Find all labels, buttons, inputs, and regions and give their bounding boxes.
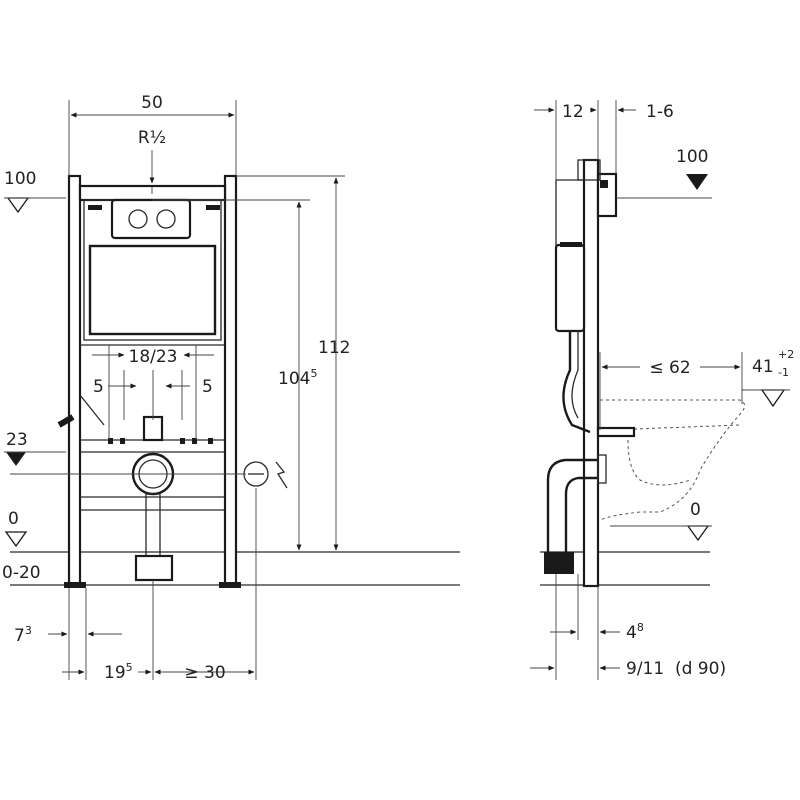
side-bowl-level-marker-icon (760, 389, 786, 408)
side-bowl-height-label: 41 (752, 357, 774, 377)
dim62-label-bg (640, 354, 700, 376)
wc-bowl-inner (627, 439, 691, 486)
side-level-top-label: 100 (676, 147, 708, 167)
foot-left (64, 582, 86, 588)
dim-height-total-label: 112 (318, 338, 350, 358)
dim-opening-label: 18/23 (129, 347, 178, 367)
side-view: 12 1-6 100 ≤ 62 41 +2 -1 0 48 (530, 100, 794, 680)
bracket-left (88, 205, 102, 210)
level-0-label: 0 (8, 509, 19, 529)
front-view: 50 R½ 112 1045 18/23 5 5 100 23 0 (2, 93, 460, 683)
flush-button-left-icon (128, 209, 148, 229)
drain-elbow-side-inner (564, 476, 598, 552)
bracket-right (206, 205, 220, 210)
dim-7-label: 73 (14, 624, 32, 646)
side-level-0-label: 0 (690, 500, 701, 520)
side-bowl-height-minus: -1 (778, 366, 789, 379)
side-level-0-marker-icon (686, 525, 710, 542)
dim-offset-right-label: 5 (202, 377, 213, 397)
side-depth-label: 12 (562, 102, 584, 122)
dim-height-main-label: 1045 (278, 367, 317, 389)
top-crossbar (78, 184, 227, 202)
side-pipe-label: 9/11 (d 90) (626, 659, 726, 679)
side-bowl-height-plus: +2 (778, 348, 794, 361)
drain-pipe-down (145, 493, 161, 557)
dim-offset-left-label: 5 (93, 377, 104, 397)
top-bracket-side (577, 159, 601, 181)
cistern-tank (554, 243, 586, 333)
side-frame-post (582, 158, 600, 588)
water-valve (142, 415, 164, 442)
flush-button-right-icon (156, 209, 176, 229)
wc-bowl-outline (599, 399, 746, 521)
level-top-marker-icon (6, 197, 30, 214)
flush-pipe-inner (571, 330, 579, 419)
side-bowl-projection-label: ≤ 62 (649, 358, 690, 378)
drain-elbow-side (546, 458, 598, 552)
lightning-icon (275, 461, 288, 489)
level-23-marker-icon (6, 452, 26, 466)
bolt-row (108, 438, 213, 444)
flush-pipe (562, 330, 591, 434)
side-level-top-marker-icon (686, 174, 708, 190)
frame-post-left (67, 174, 82, 588)
flush-button-side-icon (600, 180, 608, 188)
drain-elbow (134, 554, 174, 582)
side-offset-top-label: 1-6 (646, 102, 674, 122)
diagonal-brace (79, 394, 105, 426)
connection-label: R½ (138, 128, 166, 148)
flush-plate (110, 198, 192, 240)
level-top-label: 100 (4, 169, 36, 189)
frame-post-right (223, 174, 238, 588)
tank-cap (560, 242, 582, 247)
dim-30-label: ≥ 30 (184, 663, 225, 683)
bowl-bracket (596, 426, 636, 438)
drain-socket-side (544, 552, 574, 574)
dim-19-label: 195 (104, 661, 133, 683)
dim-width-label: 50 (141, 93, 163, 113)
level-adjust-label: 0-20 (2, 563, 41, 583)
angle-bracket (57, 414, 75, 428)
level-23-label: 23 (6, 430, 28, 450)
foot-right (219, 582, 241, 588)
side-dim4-label: 48 (626, 621, 644, 643)
inspection-opening (88, 244, 217, 336)
level-0-marker-icon (4, 531, 28, 548)
wc-bowl-rim (609, 424, 741, 431)
drain-connector (597, 454, 607, 484)
